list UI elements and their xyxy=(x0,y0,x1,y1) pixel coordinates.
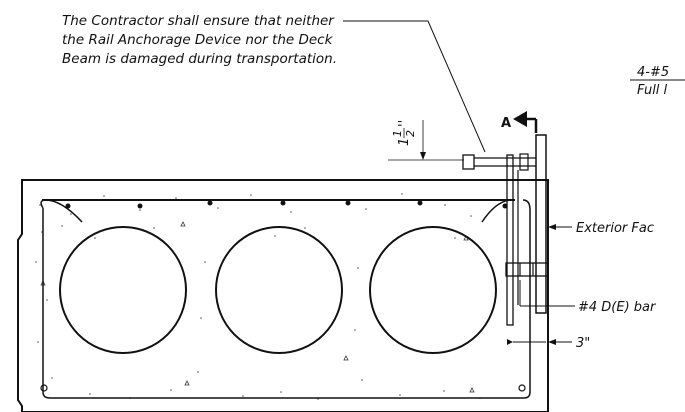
three-inch-arrow-left-icon xyxy=(507,339,513,345)
three-inch-label: 3" xyxy=(576,336,590,351)
anchor-lower-bolt xyxy=(505,262,549,277)
deck-beam-outline xyxy=(17,179,549,412)
three-inch-arrow-right-icon xyxy=(548,339,556,345)
anchor-bolt-nut xyxy=(462,154,475,170)
void-right xyxy=(369,226,497,354)
dimension-top-whole: 1 xyxy=(397,138,412,146)
note-leader-line xyxy=(343,20,486,153)
dimension-top-unit: '' xyxy=(397,120,412,127)
right-corner-hook xyxy=(481,199,516,223)
top-right-label-1: 4-#5 xyxy=(637,65,669,80)
note-line-3: Beam is damaged during transportation. xyxy=(62,51,337,67)
anchor-plate xyxy=(535,134,547,314)
note-line-2: the Rail Anchorage Device nor the Deck xyxy=(62,32,334,48)
bottom-right-bar-icon xyxy=(518,384,526,392)
top-right-label-2: Full l xyxy=(637,83,668,98)
bar-label: #4 D(E) bar xyxy=(578,300,657,315)
anchor-washer-top xyxy=(519,153,529,171)
dimension-top-arrow-icon xyxy=(420,152,426,160)
dimension-top-denominator: 2 xyxy=(404,130,417,137)
note-line-1: The Contractor shall ensure that neither xyxy=(62,13,335,29)
dimension-top-numerator: 1 xyxy=(391,130,404,137)
exterior-face-arrow-icon xyxy=(548,224,556,230)
bottom-left-bar-icon xyxy=(40,384,48,392)
dimension-top: 1 1 2 '' xyxy=(391,120,417,146)
section-marker-label: A xyxy=(501,116,511,131)
anchor-bar-vertical xyxy=(506,154,514,326)
concrete-stipple xyxy=(35,193,481,400)
void-left xyxy=(59,226,187,354)
exterior-face-label: Exterior Fac xyxy=(576,221,654,236)
void-middle xyxy=(215,226,343,354)
left-stirrup xyxy=(40,199,51,399)
section-marker-arrow-icon xyxy=(513,111,527,127)
right-stirrup xyxy=(522,199,531,399)
longitudinal-bar-dots xyxy=(65,200,508,209)
